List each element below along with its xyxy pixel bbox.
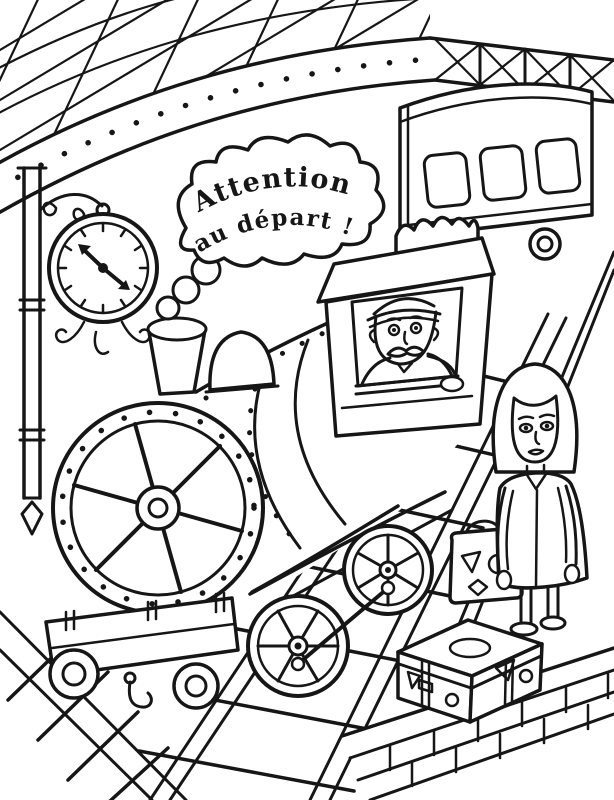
driver-cap (366, 297, 442, 329)
clock-ticks (57, 222, 149, 314)
driver-eyes (386, 315, 424, 337)
steam-puffs (155, 254, 222, 321)
coupling-rod (290, 580, 396, 672)
steam-locomotive (44, 236, 496, 710)
wheel-spokes (356, 533, 420, 607)
driver-nose (403, 330, 409, 346)
buffer (48, 648, 100, 700)
smokebox-front-wheel (51, 401, 265, 615)
clock-bracket (38, 193, 152, 355)
woman-nose (534, 430, 541, 446)
speech-bubble: Attention au départ ! (155, 133, 386, 321)
driver-body (360, 352, 465, 393)
passenger-coach (398, 82, 594, 276)
clock-face (47, 212, 159, 324)
trunk-decorations (406, 637, 534, 708)
brick-joints (388, 672, 610, 788)
coach-window (478, 144, 528, 202)
steam-dome (204, 330, 280, 394)
clock-hands (78, 244, 130, 290)
coach-window (534, 137, 582, 195)
smokestack (146, 316, 208, 396)
woman-face (510, 394, 560, 464)
buffer-beam (44, 591, 240, 710)
coat-lapels (525, 472, 548, 491)
woman-legs (509, 584, 567, 637)
canopy-arch-inner (0, 78, 437, 215)
wheel-spokes (72, 422, 244, 594)
driving-wheel (342, 524, 434, 616)
travel-trunk (396, 618, 544, 724)
canopy-arch-outer (0, 36, 432, 165)
buffer (172, 662, 220, 710)
station-clock (16, 166, 159, 536)
coach-window (422, 151, 472, 209)
driver-hand (439, 375, 465, 393)
coupling-hook (123, 671, 153, 709)
woman-shoe (509, 621, 539, 637)
woman-arms (495, 484, 581, 591)
train-driver (360, 297, 465, 393)
pole-finial (20, 500, 44, 536)
clock-pole (16, 166, 48, 536)
driving-wheel (246, 594, 350, 698)
woman-lips (527, 448, 545, 456)
canopy-rivets (0, 56, 435, 191)
woman-passenger (491, 362, 589, 637)
bubble-outline (176, 133, 386, 268)
corner-track (0, 610, 188, 800)
driver-ear (368, 328, 376, 344)
woman-shoe (539, 615, 567, 631)
driver-ear (432, 326, 440, 342)
woman-eyes (517, 413, 556, 434)
driver-mustache (386, 345, 426, 358)
